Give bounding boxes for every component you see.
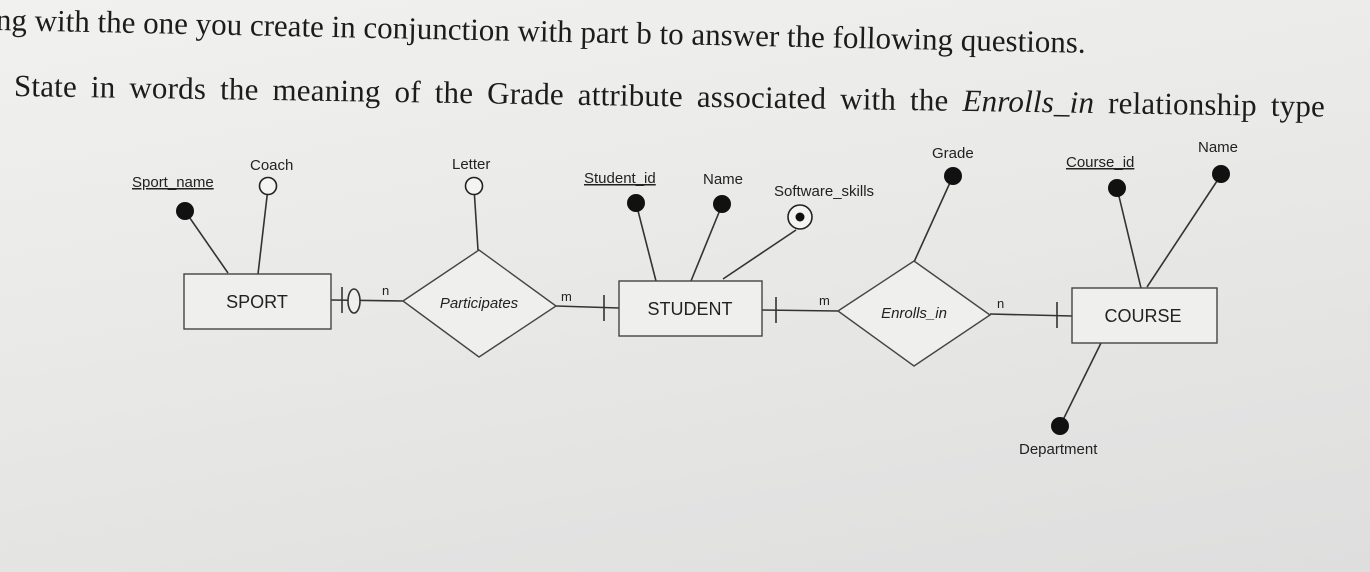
entity-sport	[183, 273, 332, 330]
entity-sport-label: SPORT	[226, 292, 288, 312]
relationship-participates-label: Participates	[440, 295, 519, 312]
attr-sport-name-label: Sport_name	[132, 174, 214, 191]
coach-connector	[257, 187, 269, 275]
student-name-connector	[690, 204, 723, 282]
cardinality-student-enrolls: m	[819, 293, 830, 308]
enrolls-course-link	[989, 313, 1073, 317]
entity-student	[618, 280, 763, 337]
course-name-dot	[1212, 165, 1230, 183]
sport-participates-link	[330, 299, 404, 302]
attr-department-label: Department	[1019, 441, 1098, 458]
relationship-enrolls-in	[836, 260, 992, 367]
attr-student-id-label: Student_id	[584, 170, 656, 187]
cardinality-enrolls-course: n	[997, 296, 1004, 311]
cardinality-sport-participates: n	[382, 283, 389, 298]
course-name-connector	[1146, 174, 1222, 288]
course-id-connector	[1116, 187, 1142, 289]
software-skills-multivalued-marker	[787, 204, 813, 230]
entity-course-label: COURSE	[1104, 306, 1181, 326]
coach-hollow-circle	[258, 176, 278, 196]
student-id-connector	[635, 202, 657, 282]
attr-student-name-label: Name	[703, 171, 743, 188]
attr-software-skills-label: Software_skills	[774, 183, 874, 200]
attr-letter-label: Letter	[452, 156, 490, 173]
student-enrolls-link	[761, 309, 839, 312]
letter-connector	[473, 187, 479, 251]
entity-student-label: STUDENT	[648, 299, 733, 319]
course-id-dot	[1108, 179, 1126, 197]
grade-dot	[944, 167, 962, 185]
attr-course-name-label: Name	[1198, 139, 1238, 156]
grade-connector	[913, 175, 954, 263]
department-connector	[1059, 342, 1102, 427]
letter-hollow-circle	[464, 176, 484, 196]
relationship-enrolls-in-label: Enrolls_in	[881, 305, 947, 322]
sport-name-connector	[184, 210, 229, 274]
student-id-dot	[627, 194, 645, 212]
sport-mandatory-one-marker	[341, 287, 361, 314]
attr-course-id-label: Course_id	[1066, 154, 1134, 171]
attr-grade-label: Grade	[932, 145, 974, 162]
attr-coach-label: Coach	[250, 157, 293, 174]
cardinality-participates-student: m	[561, 289, 572, 304]
relationship-participates	[401, 249, 558, 358]
entity-course	[1071, 287, 1218, 344]
student-name-dot	[713, 195, 731, 213]
participates-student-link	[555, 305, 620, 309]
software-skills-connector	[722, 229, 797, 280]
department-dot	[1051, 417, 1069, 435]
sport-name-dot	[176, 202, 194, 220]
